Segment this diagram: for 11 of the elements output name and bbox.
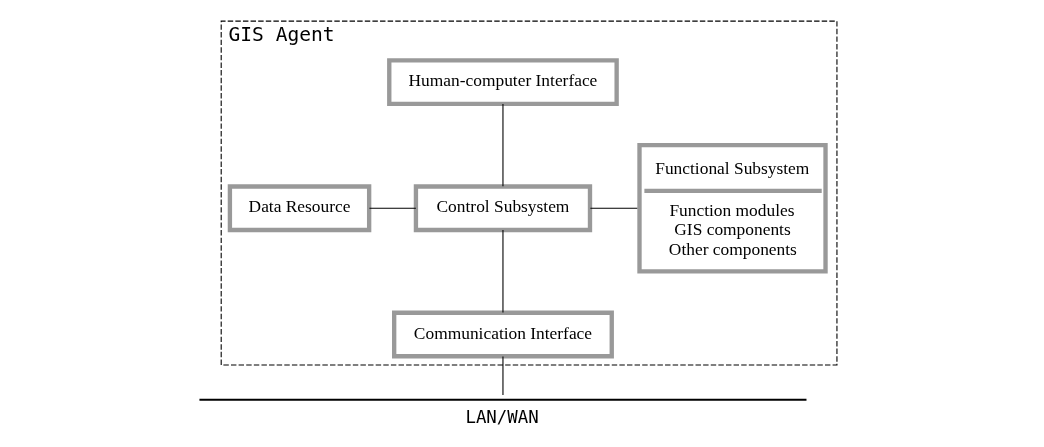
node-box: Human-computer Interface: [387, 58, 619, 106]
node-box: Functional Subsystem Function modules GIS components Other components: [637, 143, 828, 274]
connector: [502, 229, 504, 314]
connector: [502, 103, 504, 187]
connector: [589, 207, 638, 209]
node-box: Communication Interface: [392, 310, 614, 359]
node-box: Control Subsystem: [413, 184, 593, 233]
node-text: LAN/WAN: [465, 407, 539, 428]
connector: [502, 356, 504, 396]
connector: [368, 207, 417, 209]
node-box: Data Resource: [227, 184, 372, 233]
